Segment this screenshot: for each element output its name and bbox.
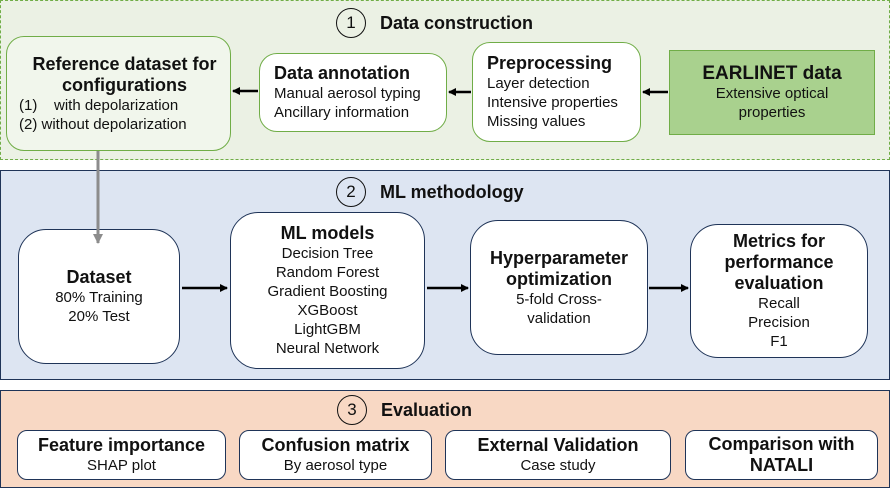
section-3-header: 3 Evaluation bbox=[337, 395, 472, 425]
box-title: Confusion matrix bbox=[261, 435, 410, 455]
box-line: Intensive properties bbox=[487, 94, 618, 111]
box-line: Precision bbox=[748, 314, 810, 331]
box-title: Feature importance bbox=[37, 435, 206, 455]
box-line: (1) with depolarization bbox=[19, 96, 179, 114]
box-title: Dataset bbox=[66, 267, 132, 287]
box-title: External Validation bbox=[477, 435, 639, 455]
box-line: 20% Test bbox=[68, 308, 130, 325]
box-line: Gradient Boosting bbox=[267, 283, 388, 300]
box-title: Metrics for performance evaluation bbox=[724, 231, 834, 293]
box-earlinet-data: EARLINET data Extensive optical properti… bbox=[669, 50, 875, 135]
box-title: Preprocessing bbox=[487, 53, 613, 73]
box-hyperparameter-optimization: Hyperparameter optimization 5-fold Cross… bbox=[470, 220, 648, 355]
box-line: validation bbox=[527, 309, 591, 327]
box-title: Hyperparameter optimization bbox=[489, 247, 629, 289]
box-line: Neural Network bbox=[275, 340, 380, 357]
box-line: properties bbox=[738, 104, 806, 121]
box-line: Random Forest bbox=[275, 264, 380, 281]
box-line: Recall bbox=[758, 295, 800, 312]
section-2-title: ML methodology bbox=[380, 181, 524, 202]
box-external-validation: External Validation Case study bbox=[445, 430, 671, 480]
box-line: 80% Training bbox=[55, 289, 143, 306]
box-performance-metrics: Metrics for performance evaluation Recal… bbox=[690, 224, 868, 358]
step-number-2: 2 bbox=[336, 177, 366, 207]
step-number-3: 3 bbox=[337, 395, 367, 425]
box-title: Comparison with NATALI bbox=[708, 434, 855, 475]
box-feature-importance: Feature importance SHAP plot bbox=[17, 430, 226, 480]
box-line: Extensive optical bbox=[715, 85, 829, 102]
section-1-header: 1 Data construction bbox=[336, 8, 533, 38]
section-1-title: Data construction bbox=[380, 12, 534, 33]
box-line: XGBoost bbox=[297, 302, 358, 319]
box-title: EARLINET data bbox=[702, 63, 842, 84]
box-line: 5-fold Cross- bbox=[516, 290, 602, 308]
box-ml-models: ML models Decision Tree Random Forest Gr… bbox=[230, 212, 425, 369]
box-line: SHAP plot bbox=[87, 457, 156, 474]
section-3-title: Evaluation bbox=[381, 399, 473, 420]
box-confusion-matrix: Confusion matrix By aerosol type bbox=[239, 430, 432, 480]
box-dataset: Dataset 80% Training 20% Test bbox=[18, 229, 180, 364]
box-line: LightGBM bbox=[294, 321, 361, 338]
section-2-header: 2 ML methodology bbox=[336, 177, 524, 207]
box-title: Reference dataset for configurations bbox=[32, 53, 217, 95]
step-number-1: 1 bbox=[336, 8, 366, 38]
box-line: Layer detection bbox=[487, 75, 590, 92]
box-line: Decision Tree bbox=[281, 245, 374, 262]
box-line: By aerosol type bbox=[283, 457, 388, 474]
box-line: Case study bbox=[520, 457, 596, 474]
box-comparison-natali: Comparison with NATALI bbox=[685, 430, 878, 480]
box-line: Manual aerosol typing bbox=[274, 85, 421, 102]
box-preprocessing: Preprocessing Layer detection Intensive … bbox=[472, 42, 641, 142]
box-reference-dataset: Reference dataset for configurations (1)… bbox=[6, 36, 231, 151]
box-title: ML models bbox=[280, 223, 375, 243]
box-line: Ancillary information bbox=[274, 104, 410, 121]
box-line: F1 bbox=[770, 333, 788, 350]
box-data-annotation: Data annotation Manual aerosol typing An… bbox=[259, 53, 447, 132]
box-title: Data annotation bbox=[274, 63, 411, 83]
box-line: (2) without depolarization bbox=[19, 115, 187, 133]
box-line: Missing values bbox=[487, 113, 586, 130]
